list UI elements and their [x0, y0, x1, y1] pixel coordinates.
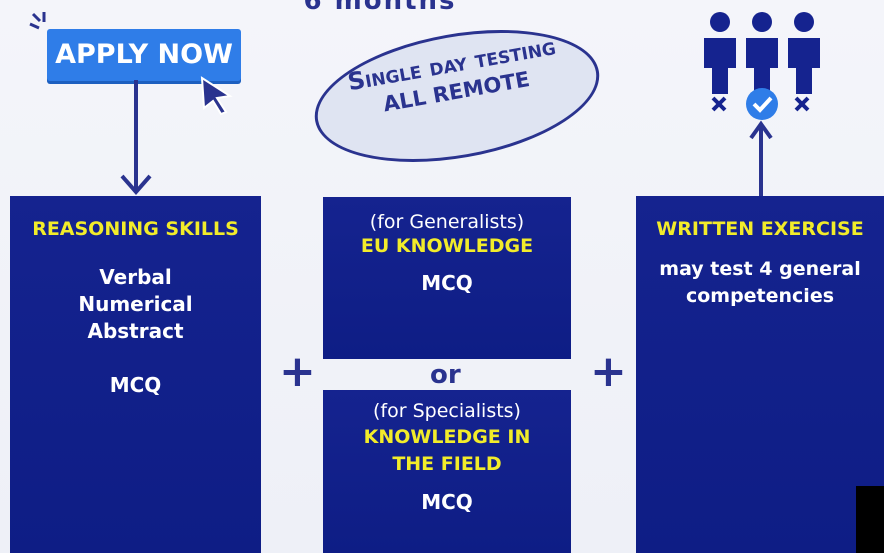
apply-now-button[interactable]: APPLY NOW — [47, 29, 241, 81]
reasoning-item-abstract: Abstract — [87, 319, 184, 343]
generalists-box: (for Generalists) EU KNOWLEDGE MCQ — [323, 197, 571, 359]
written-text: may test 4 general competencies — [659, 258, 861, 307]
generalists-title: EU KNOWLEDGE — [360, 235, 534, 257]
plus-sign-right: + — [590, 346, 627, 397]
reasoning-item-numerical: Numerical — [78, 292, 193, 316]
plus-sign-left: + — [279, 346, 316, 397]
arrow-up-icon — [749, 120, 773, 198]
or-connector: or — [430, 360, 461, 390]
written-exercise-box: WRITTEN EXERCISE may test 4 general comp… — [636, 196, 884, 553]
reasoning-skills-box: REASONING SKILLS Verbal Numerical Abstra… — [10, 196, 261, 553]
candidates-selection-icon — [704, 12, 820, 120]
reasoning-format: MCQ — [109, 373, 162, 397]
reasoning-title: REASONING SKILLS — [32, 218, 239, 240]
generalists-format: MCQ — [421, 271, 473, 295]
specialists-title: KNOWLEDGE IN THE FIELD — [363, 426, 531, 475]
reasoning-item-verbal: Verbal — [99, 265, 172, 289]
top-heading-cut: 6 months — [280, 0, 480, 10]
specialists-subtitle: (for Specialists) — [373, 400, 521, 422]
mouse-cursor-icon — [200, 76, 233, 116]
click-sparks-icon — [29, 12, 46, 30]
specialists-box: (for Specialists) KNOWLEDGE IN THE FIELD… — [323, 390, 571, 553]
written-title: WRITTEN EXERCISE — [656, 218, 864, 240]
generalists-subtitle: (for Generalists) — [369, 211, 525, 233]
arrow-down-icon — [120, 80, 152, 196]
black-corner-overlay — [856, 486, 884, 553]
specialists-format: MCQ — [421, 490, 473, 514]
